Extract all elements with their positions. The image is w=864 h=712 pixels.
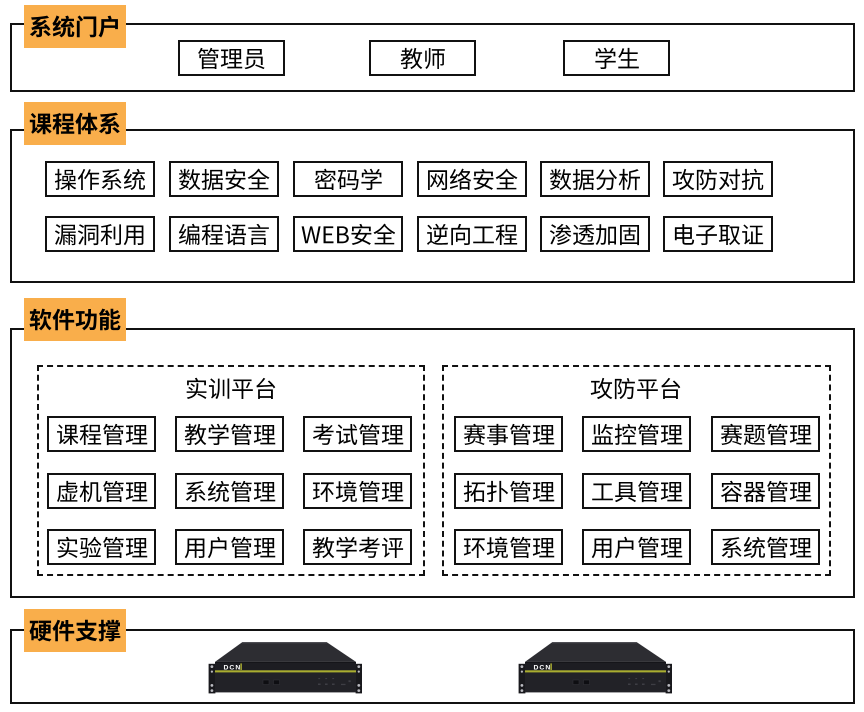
svg-text:DCN: DCN — [223, 664, 241, 671]
svg-text:DCN: DCN — [533, 664, 551, 671]
